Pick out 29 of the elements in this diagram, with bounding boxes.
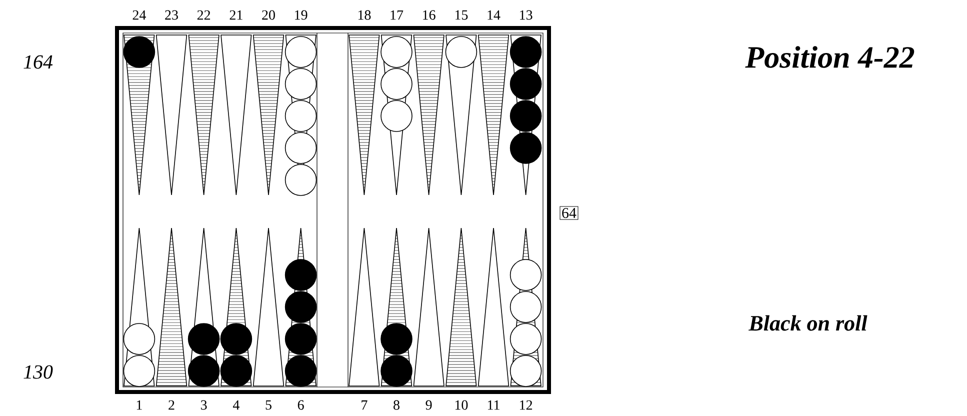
point-number: 13 [520, 10, 532, 20]
point-number: 7 [362, 400, 368, 410]
point-number: 16 [423, 10, 436, 20]
point-number: 18 [358, 10, 371, 20]
point-number: 14 [488, 10, 500, 20]
point-number: 5 [266, 400, 272, 410]
point-number: 1 [136, 400, 142, 410]
point-number: 6 [298, 400, 304, 410]
point-number: 4 [232, 400, 240, 410]
caption-text: Black on roll [748, 315, 868, 331]
point-number: 15 [455, 10, 468, 20]
point-number: 24 [132, 10, 146, 20]
point-number: 17 [390, 10, 404, 20]
point-number: 10 [455, 400, 468, 410]
pip-count: 130 [24, 365, 53, 379]
point-number: 3 [200, 400, 207, 410]
title: Position 4-22 [745, 46, 914, 68]
point-number: 2 [168, 400, 174, 410]
doubling-cube: 64 [560, 206, 578, 220]
point-number: 12 [520, 400, 532, 410]
point-number: 19 [295, 10, 308, 20]
pip-count: 164 [24, 55, 53, 69]
point-number: 9 [426, 400, 432, 410]
point-number: 8 [394, 400, 400, 410]
point-number: 22 [197, 10, 210, 20]
point-number: 20 [262, 10, 275, 20]
point-number: 21 [230, 10, 242, 20]
point-number: 11 [488, 400, 500, 410]
point-number: 23 [165, 10, 178, 20]
